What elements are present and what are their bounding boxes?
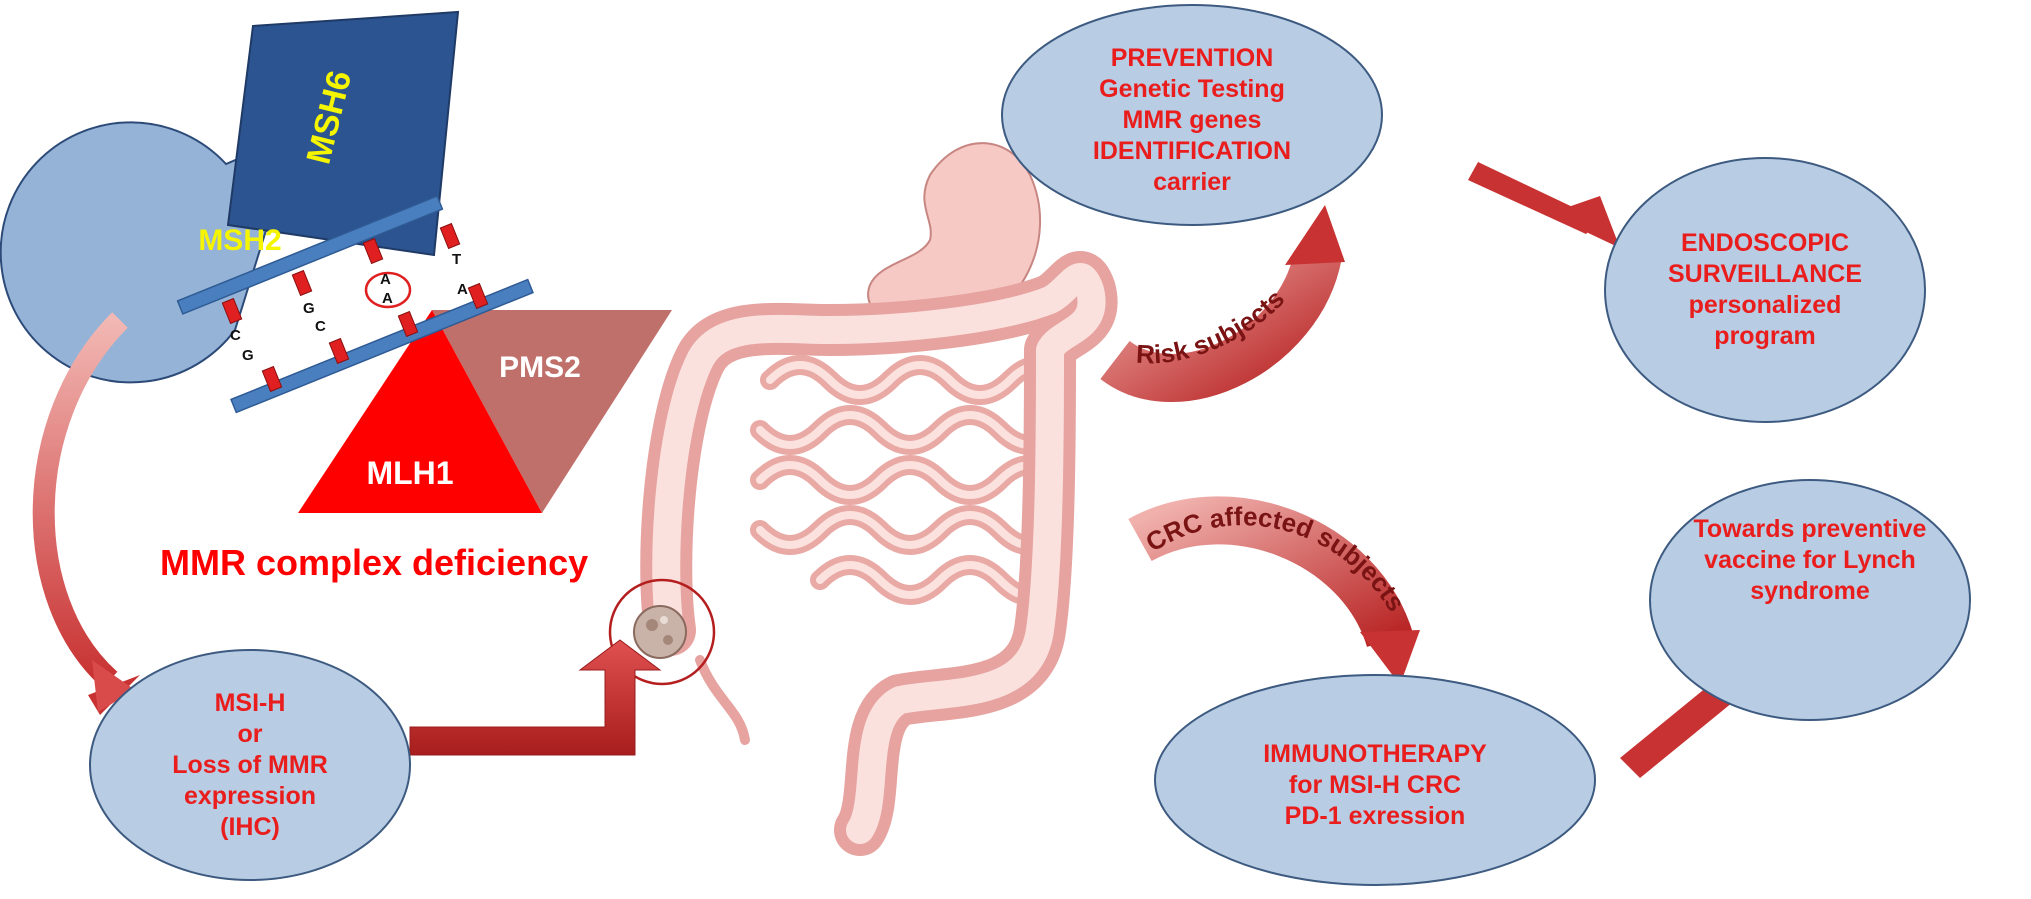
msi-box-text: MSI-H or Loss of MMR expression (IHC) bbox=[110, 680, 390, 850]
small-intestine bbox=[750, 355, 1070, 605]
prevention-box-text: PREVENTION Genetic Testing MMR genes IDE… bbox=[1042, 40, 1342, 200]
vaccine-ellipse bbox=[1649, 479, 1971, 721]
mismatch-circle bbox=[364, 271, 412, 309]
base-letter: A bbox=[382, 290, 393, 307]
base-letter: A bbox=[380, 271, 391, 288]
crc-subjects-arrow bbox=[1128, 496, 1413, 648]
prevention-line: Genetic Testing bbox=[1099, 74, 1285, 103]
base-letter: C bbox=[230, 327, 241, 344]
vaccine-box-text: Towards preventive vaccine for Lynch syn… bbox=[1670, 505, 1950, 615]
msi-line: expression bbox=[183, 781, 316, 810]
mmr-complex: C G A T A G C A MSH6 MSH2 PMS2 MLH1 MMR … bbox=[0, 10, 672, 583]
prevention-line: MMR genes bbox=[1122, 105, 1262, 134]
dna-upper-strand bbox=[176, 195, 444, 315]
dna-lower-strand bbox=[230, 278, 534, 414]
base-letter: A bbox=[457, 281, 468, 298]
endoscopic-line: ENDOSCOPIC bbox=[1680, 229, 1850, 257]
mmr-deficiency-caption: MMR complex deficiency bbox=[160, 542, 588, 583]
endoscopic-line: program bbox=[1714, 322, 1816, 350]
base-letter: G bbox=[303, 300, 315, 317]
prevention-ellipse bbox=[1001, 4, 1383, 226]
msi-ellipse bbox=[89, 649, 411, 881]
colon-illustration bbox=[608, 142, 1118, 856]
msi-line: Loss of MMR bbox=[172, 750, 328, 779]
endoscopic-line: personalized bbox=[1688, 291, 1842, 319]
vaccine-line: vaccine for Lynch bbox=[1704, 545, 1916, 574]
base-letter: T bbox=[452, 251, 461, 268]
dna-base-letters: C G A T A G C A bbox=[230, 251, 468, 364]
mlh1-label: MLH1 bbox=[366, 455, 453, 491]
tumor-circle bbox=[608, 578, 716, 686]
pms2-label: PMS2 bbox=[499, 351, 581, 384]
mlh1-protein bbox=[298, 310, 542, 513]
base-letter: C bbox=[315, 318, 326, 335]
msh2-label: MSH2 bbox=[198, 224, 281, 257]
prevention-line: PREVENTION bbox=[1110, 43, 1274, 72]
risk-subjects-arrow bbox=[1100, 249, 1342, 402]
tumor-icon bbox=[633, 605, 687, 659]
immuno-line: IMMUNOTHERAPY bbox=[1263, 739, 1487, 768]
endoscopic-box-text: ENDOSCOPIC SURVEILLANCE personalized pro… bbox=[1625, 220, 1905, 360]
curved-arrow-down-head-shape bbox=[92, 660, 135, 712]
elbow-arrow bbox=[409, 639, 662, 756]
base-letter: G bbox=[242, 347, 254, 364]
dna-base-rungs bbox=[221, 222, 489, 393]
msh6-protein bbox=[226, 10, 460, 257]
endoscopic-ellipse bbox=[1604, 157, 1926, 423]
pms2-protein bbox=[432, 310, 672, 513]
msi-line: MSI-H bbox=[214, 688, 286, 717]
immuno-ellipse bbox=[1154, 674, 1596, 886]
endoscopic-line: SURVEILLANCE bbox=[1667, 260, 1862, 288]
prevention-line: IDENTIFICATION bbox=[1092, 136, 1292, 165]
prevention-to-surveillance-arrow bbox=[1468, 162, 1620, 248]
vaccine-line: syndrome bbox=[1750, 576, 1870, 605]
curved-arrow-down bbox=[32, 312, 128, 689]
immuno-line: PD-1 exression bbox=[1284, 801, 1466, 830]
msi-line: or bbox=[237, 719, 263, 748]
msi-line: (IHC) bbox=[220, 812, 280, 841]
vaccine-line: Towards preventive bbox=[1693, 514, 1927, 543]
risk-subjects-arrowhead bbox=[1285, 205, 1345, 265]
prevention-line: carrier bbox=[1153, 167, 1231, 196]
immuno-box-text: IMMUNOTHERAPY for MSI-H CRC PD-1 exressi… bbox=[1195, 730, 1555, 840]
crc-subjects-arrowhead bbox=[1360, 630, 1420, 685]
immuno-line: for MSI-H CRC bbox=[1288, 770, 1462, 799]
msh2-protein bbox=[0, 121, 298, 384]
